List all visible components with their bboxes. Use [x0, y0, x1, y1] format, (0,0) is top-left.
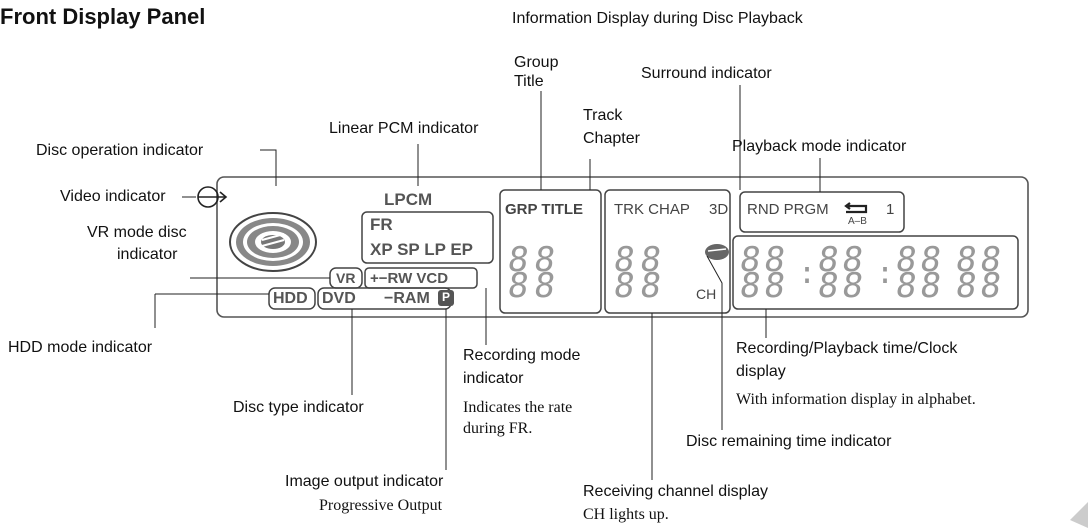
label-disc-remaining: Disc remaining time indicator: [686, 433, 892, 450]
label-receiving-channel-sub: CH lights up.: [583, 506, 669, 523]
fr-text: FR: [370, 215, 393, 234]
label-disc-operation: Disc operation indicator: [36, 142, 204, 159]
disc-icon: [229, 212, 317, 272]
header-label: Information Display during Disc Playback: [512, 10, 803, 27]
leader-hdd: [154, 293, 269, 328]
label-track: Track: [583, 107, 623, 124]
title-digits: 88: [505, 266, 564, 306]
speeds-text: XP SP LP EP: [370, 240, 474, 259]
video-arrow-icon: [197, 186, 228, 208]
time-digits-3b: 88: [893, 266, 948, 306]
ram-text: −RAM: [384, 290, 430, 307]
label-group: Group: [514, 54, 559, 71]
grp-title-text: GRP TITLE: [505, 201, 584, 218]
label-rec-time-sub: With information display in alphabet.: [736, 391, 976, 408]
label-video: Video indicator: [60, 188, 166, 205]
ab-text: A–B: [848, 216, 867, 227]
label-image-output-sub: Progressive Output: [319, 497, 443, 514]
label-recording-mode-sub-2: during FR.: [463, 420, 533, 437]
remaining-disc-icon: [705, 244, 729, 260]
time-digits-4b: 88: [953, 266, 1008, 306]
chapter-digits: 88: [611, 266, 670, 306]
label-vr-mode: VR mode disc: [87, 224, 187, 241]
vr-text: VR: [336, 270, 356, 286]
time-digits-2b: 88: [815, 266, 870, 306]
label-playback-mode: Playback mode indicator: [732, 138, 907, 155]
lpcm-text: LPCM: [384, 190, 433, 209]
ch-text: CH: [696, 286, 717, 302]
time-digits-1b: 88: [737, 266, 792, 306]
label-rec-time-2: display: [736, 363, 786, 380]
rnd-prgm-text: RND PRGM: [747, 201, 829, 218]
label-recording-mode-sub: Indicates the rate: [463, 399, 573, 416]
dvd-text: DVD: [322, 290, 356, 307]
page-title: Front Display Panel: [0, 4, 206, 29]
label-linear-pcm: Linear PCM indicator: [329, 120, 479, 137]
colon-2: :: [876, 256, 895, 291]
hdd-text: HDD: [273, 290, 308, 307]
label-image-output: Image output indicator: [285, 473, 444, 490]
repeat-icon: [844, 202, 868, 214]
p-badge: P: [442, 290, 451, 304]
label-recording-mode: Recording mode: [463, 347, 581, 364]
label-disc-type: Disc type indicator: [233, 399, 364, 416]
label-hdd-mode: HDD mode indicator: [8, 339, 153, 356]
label-rec-time: Recording/Playback time/Clock: [736, 340, 958, 357]
label-recording-mode-2: indicator: [463, 370, 524, 387]
label-chapter: Chapter: [583, 130, 640, 147]
label-receiving-channel: Receiving channel display: [583, 483, 768, 500]
rw-vcd-text: +−RW VCD: [370, 270, 449, 287]
repeat-one-text: 1: [886, 201, 895, 218]
display-panel: [216, 176, 1029, 318]
label-surround: Surround indicator: [641, 65, 772, 82]
label-title: Title: [514, 73, 544, 90]
colon-1: :: [798, 256, 817, 291]
leader-disc-operation: [260, 149, 277, 186]
three-d-text: 3D: [709, 201, 729, 218]
label-vr-indicator: indicator: [117, 246, 178, 263]
trk-chap-text: TRK CHAP: [614, 201, 690, 218]
leader-remaining: [706, 255, 723, 430]
